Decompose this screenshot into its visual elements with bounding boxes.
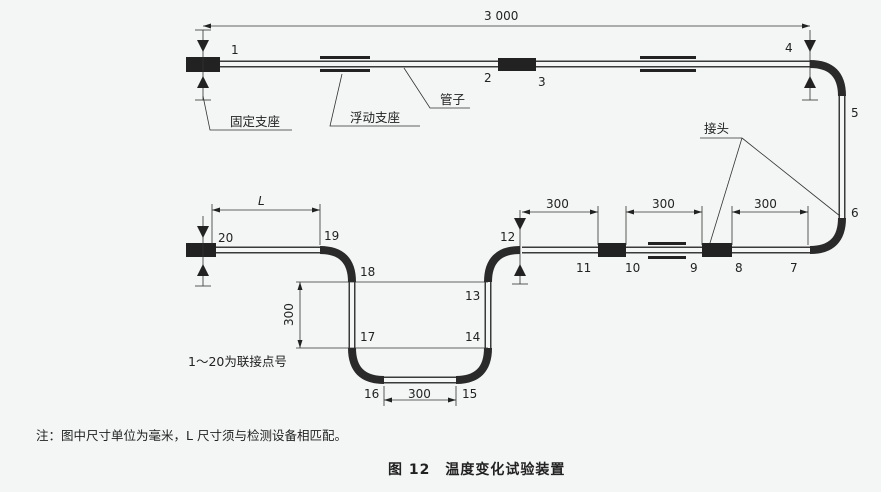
fixed-support-label: 固定支座 bbox=[230, 114, 280, 129]
leader-joint bbox=[700, 137, 841, 244]
point-13: 13 bbox=[465, 289, 480, 303]
dimension-7-8-text: 300 bbox=[754, 197, 777, 211]
fixed-block-20 bbox=[186, 243, 216, 257]
floating-support-3 bbox=[648, 242, 686, 259]
point-10: 10 bbox=[625, 261, 640, 275]
joint-block-2-3 bbox=[498, 58, 536, 71]
point-18: 18 bbox=[360, 265, 375, 279]
joint-block-10-11 bbox=[598, 243, 626, 257]
point-12: 12 bbox=[500, 230, 515, 244]
elbow-14-15 bbox=[455, 347, 492, 384]
dimension-3000-text: 3 000 bbox=[484, 9, 518, 23]
dimension-11-12-text: 300 bbox=[546, 197, 569, 211]
pipe-label: 管子 bbox=[440, 92, 465, 107]
leader-pipe bbox=[403, 67, 470, 109]
fixed-support-arrows-4 bbox=[802, 30, 818, 101]
point-17: 17 bbox=[360, 330, 375, 344]
leader-fixed-support bbox=[202, 95, 292, 131]
dimension-9-10-text: 300 bbox=[652, 197, 675, 211]
point-4: 4 bbox=[785, 41, 793, 55]
dimension-9-10 bbox=[625, 206, 703, 245]
fixed-support-arrows-20 bbox=[195, 216, 211, 287]
point-5: 5 bbox=[851, 106, 859, 120]
floating-support-2 bbox=[640, 56, 696, 72]
dimension-15-16-text: 300 bbox=[408, 387, 431, 401]
elbow-12-13 bbox=[484, 246, 521, 283]
fixed-support-arrows-1 bbox=[195, 29, 211, 101]
point-6: 6 bbox=[851, 206, 859, 220]
joint-label: 接头 bbox=[704, 121, 729, 136]
elbow-18-19 bbox=[319, 246, 356, 283]
dimension-3000 bbox=[203, 23, 810, 29]
point-14: 14 bbox=[465, 330, 480, 344]
elbow-6-7 bbox=[809, 217, 846, 254]
leader-floating-support bbox=[329, 73, 420, 127]
point-2: 2 bbox=[484, 71, 492, 85]
point-19: 19 bbox=[324, 229, 339, 243]
point-3: 3 bbox=[538, 75, 546, 89]
point-1: 1 bbox=[231, 43, 239, 57]
dimension-15-16 bbox=[383, 386, 457, 406]
elbow-4-5 bbox=[809, 60, 846, 97]
floating-support-label: 浮动支座 bbox=[350, 110, 400, 125]
point-15: 15 bbox=[462, 387, 477, 401]
dimension-11-12 bbox=[522, 206, 599, 245]
note-text: 注：图中尺寸单位为毫米，L 尺寸须与检测设备相匹配。 bbox=[36, 428, 347, 443]
joint-block-8-9 bbox=[702, 243, 732, 257]
dimension-7-8 bbox=[731, 206, 809, 245]
legend-label: 1～20为联接点号 bbox=[188, 354, 287, 369]
point-8: 8 bbox=[735, 261, 743, 275]
point-7: 7 bbox=[790, 261, 798, 275]
figure-caption: 图 12 温度变化试验装置 bbox=[388, 461, 565, 478]
dimension-17-18-text: 300 bbox=[282, 303, 296, 326]
point-11: 11 bbox=[576, 261, 591, 275]
dimension-L bbox=[211, 204, 321, 245]
point-9: 9 bbox=[690, 261, 698, 275]
dimension-17-18 bbox=[296, 281, 488, 349]
dimension-L-text: L bbox=[258, 194, 265, 208]
floating-support-1 bbox=[320, 56, 370, 72]
elbow-16-17 bbox=[348, 347, 385, 384]
point-20: 20 bbox=[218, 231, 233, 245]
point-16: 16 bbox=[364, 387, 379, 401]
